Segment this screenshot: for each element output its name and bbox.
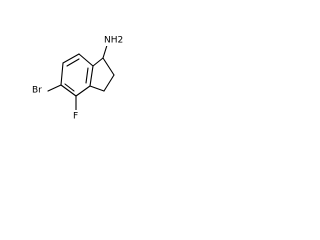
bond-bromine <box>47 84 62 92</box>
structure-drawing: NH2 Br F <box>29 34 124 122</box>
fluorine-label-background <box>70 110 82 122</box>
bond-ring-lower-left-inner <box>64 83 75 92</box>
bromine-label: Br <box>32 86 42 96</box>
bond-ring-upper-right <box>78 53 94 67</box>
amine-label: NH2 <box>104 36 123 46</box>
bond-ring-top-inner <box>66 58 80 67</box>
amine-label-background <box>102 34 124 46</box>
bond-five-ring-3 <box>103 74 115 92</box>
bond-ring-lower-left <box>60 84 77 97</box>
bond-ring-lower-right <box>89 65 94 87</box>
bond-five-ring-2 <box>102 57 115 76</box>
bond-ring-bottom <box>75 85 91 97</box>
bond-ring-top <box>62 53 80 64</box>
bond-ring-left <box>60 62 64 86</box>
fluorine-label: F <box>73 112 78 122</box>
molecule-diagram: NH2 Br F <box>0 0 152 152</box>
bond-five-ring-1 <box>92 57 104 67</box>
bond-ring-lower-right-inner <box>85 67 89 84</box>
bromine-label-background <box>29 84 47 96</box>
bond-five-ring-4 <box>89 85 105 92</box>
